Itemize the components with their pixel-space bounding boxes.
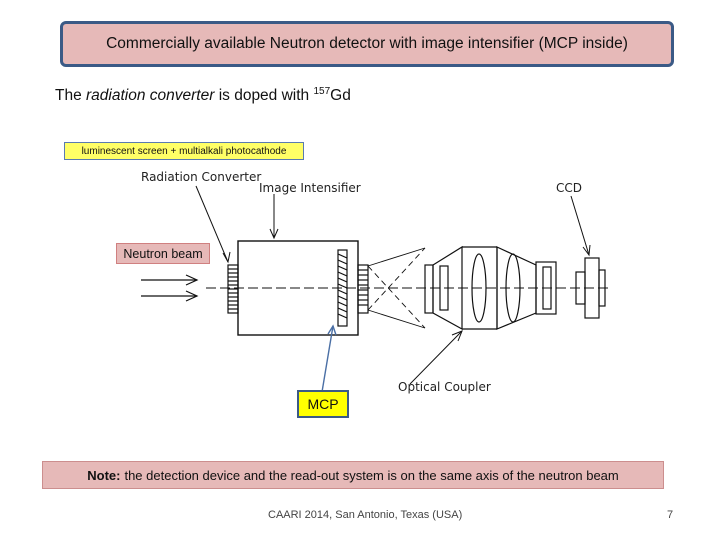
title-box: Commercially available Neutron detector … xyxy=(60,21,674,67)
mcp-plate xyxy=(337,249,348,327)
neutron-beam-label: Neutron beam xyxy=(123,246,203,261)
output-window xyxy=(357,264,369,314)
footer: CAARI 2014, San Antonio, Texas (USA) xyxy=(268,509,463,521)
mcp-leader-line xyxy=(321,325,334,393)
mcp-callout: MCP xyxy=(297,390,349,418)
leader-lines xyxy=(195,185,591,385)
element-symbol: Gd xyxy=(330,87,351,105)
neutron-beam-callout: Neutron beam xyxy=(116,243,210,264)
subtitle: The radiation converter is doped with 15… xyxy=(55,86,351,105)
label-ccd: CCD xyxy=(556,181,582,195)
photocathode-callout: luminescent screen + multialkali photoca… xyxy=(64,142,304,160)
note-text: the detection device and the read-out sy… xyxy=(124,467,619,483)
photocathode-label: luminescent screen + multialkali photoca… xyxy=(81,145,287,157)
page-number: 7 xyxy=(667,509,674,521)
label-optical-coupler: Optical Coupler xyxy=(398,380,491,394)
note-box: Note: the detection device and the read-… xyxy=(42,461,664,489)
optical-coupler-rays xyxy=(367,247,426,329)
mcp-label: MCP xyxy=(307,396,339,412)
slide-title: Commercially available Neutron detector … xyxy=(106,35,628,52)
neutron-beam-arrows xyxy=(141,274,199,302)
radiation-converter xyxy=(227,264,239,314)
note-label: Note: xyxy=(87,467,121,483)
ccd-camera xyxy=(575,257,606,319)
isotope-mass: 157 xyxy=(313,86,331,97)
label-radiation-converter: Radiation Converter xyxy=(141,170,262,184)
label-image-intensifier: Image Intensifier xyxy=(259,181,361,195)
subtitle-prefix: The xyxy=(55,87,87,105)
subtitle-italic: radiation converter xyxy=(86,87,215,105)
lens-group-2 xyxy=(496,246,557,330)
subtitle-middle: is doped with xyxy=(214,87,314,105)
